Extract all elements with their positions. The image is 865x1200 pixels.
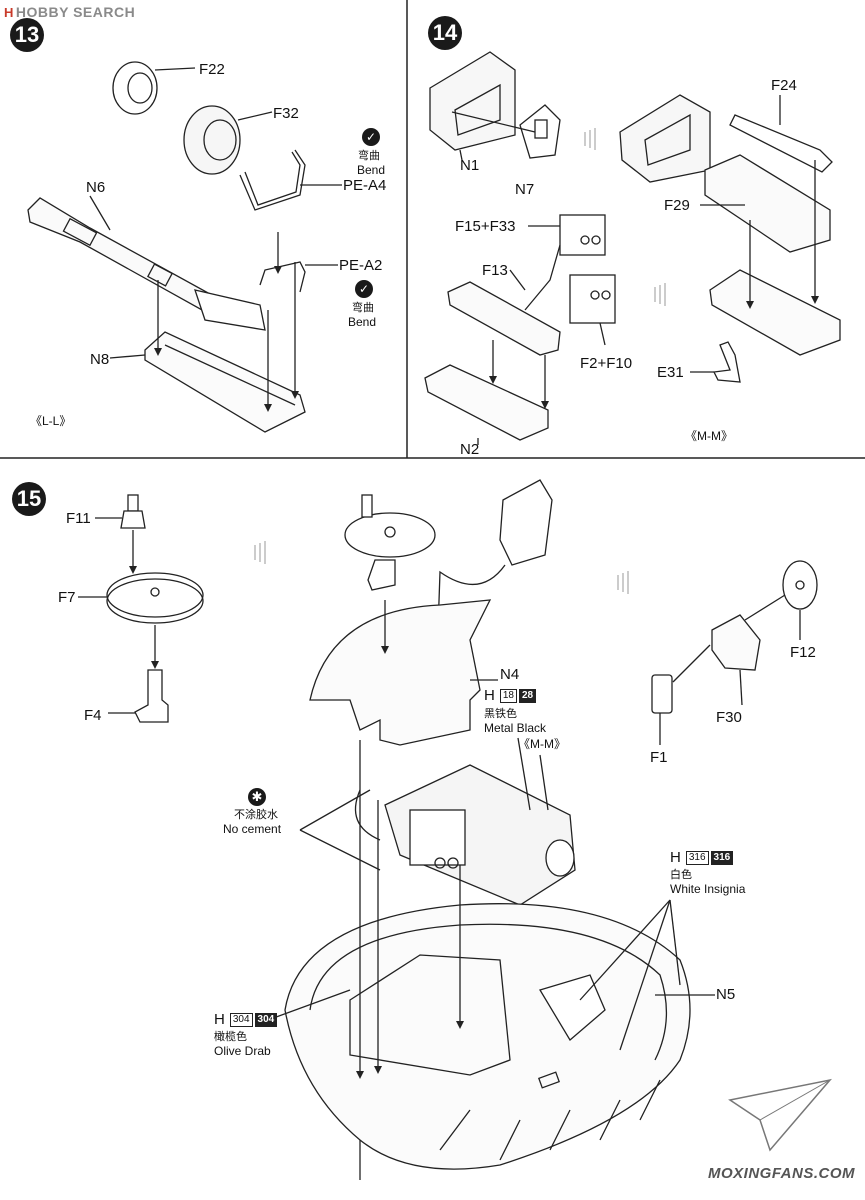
label-F2-F10: F2+F10 (580, 355, 633, 372)
label-F11: F11 (66, 510, 91, 527)
label-F30: F30 (716, 709, 742, 726)
bend-label-cn: 弯曲 (352, 301, 374, 314)
view-label-M-M: 《M-M》 (685, 429, 733, 443)
label-F24: F24 (771, 77, 797, 94)
bend-icon: ✓ (355, 280, 373, 298)
view-label-L-L: 《L-L》 (30, 414, 72, 428)
label-F12: F12 (790, 644, 816, 661)
label-F29: F29 (664, 197, 690, 214)
bend-icon: ✓ (362, 128, 380, 146)
step-14-badge: 14 (428, 16, 462, 50)
label-N2: N2 (460, 441, 480, 458)
label-PE-A4: PE-A4 (343, 177, 387, 194)
label-N8: N8 (90, 351, 110, 368)
label-PE-A2: PE-A2 (339, 257, 383, 274)
label-N6: N6 (86, 179, 106, 196)
no-cement-label-en: No cement (223, 822, 282, 836)
paint-code-metal-black: H 18 28 (484, 688, 537, 703)
label-N7: N7 (515, 181, 535, 198)
paint-code-olive-drab: H 304 304 (214, 1012, 278, 1027)
label-F13: F13 (482, 262, 508, 279)
paint-name-en: Metal Black (484, 721, 547, 735)
no-cement-label-cn: 不涂胶水 (234, 808, 278, 821)
bend-label-en: Bend (357, 163, 386, 177)
label-F15-F33: F15+F33 (455, 218, 516, 235)
paint-name-cn: 白色 (670, 868, 692, 881)
view-label-M-M: 《M-M》 (518, 737, 566, 751)
step-15-badge: 15 (12, 482, 46, 516)
label-F7: F7 (58, 589, 76, 606)
label-F1: F1 (650, 749, 668, 766)
label-N5: N5 (716, 986, 736, 1003)
bend-label-en: Bend (348, 315, 377, 329)
step-13-badge: 13 (10, 18, 44, 52)
no-cement-icon: ✱ (248, 788, 266, 806)
label-F4: F4 (84, 707, 102, 724)
label-E31: E31 (657, 364, 684, 381)
label-N4: N4 (500, 666, 520, 683)
bend-label-cn: 弯曲 (358, 149, 380, 162)
moxingfans-watermark: MOXINGFANS.COM (707, 1165, 855, 1182)
paint-code-white-insignia: H 316 316 (670, 850, 734, 865)
label-N1: N1 (460, 157, 480, 174)
label-F32: F32 (273, 105, 299, 122)
paint-name-en: Olive Drab (214, 1044, 271, 1058)
label-F22: F22 (199, 61, 225, 78)
paint-name-en: White Insignia (670, 882, 746, 896)
paint-name-cn: 橄榄色 (214, 1030, 247, 1043)
paint-name-cn: 黑铁色 (484, 707, 517, 720)
